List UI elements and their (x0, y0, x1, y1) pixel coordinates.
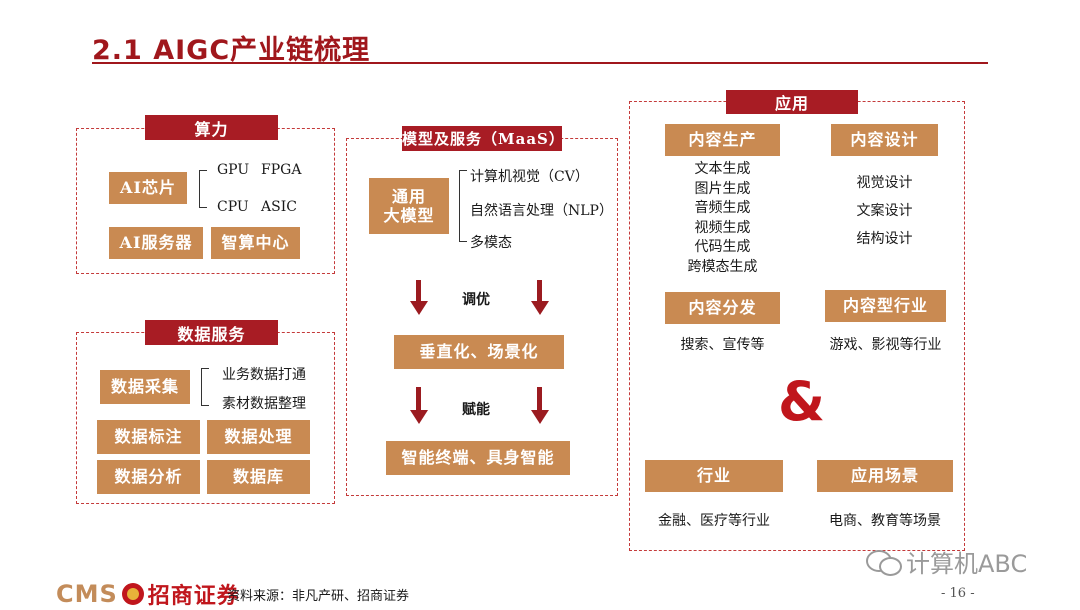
cms-logo-text: CMS (56, 580, 118, 608)
content-design-box: 内容设计 (831, 124, 938, 156)
watermark-text: 计算机ABC (906, 550, 1028, 578)
data-service-header: 数据服务 (145, 320, 278, 345)
content-gen-item: 代码生成 (694, 239, 751, 255)
industry-text: 金融、医疗等行业 (658, 513, 770, 529)
ai-server-box: AI服务器 (109, 227, 203, 259)
content-design-item: 文案设计 (856, 203, 913, 219)
title-divider (92, 62, 988, 64)
arrow-empower-left-shaft (416, 387, 421, 411)
model-bracket (459, 170, 467, 242)
content-gen-item: 音频生成 (694, 200, 751, 216)
arrow-tune-left-head (409, 301, 428, 315)
content-design-item: 结构设计 (856, 231, 913, 247)
content-design-item: 视觉设计 (856, 175, 913, 191)
wechat-icon (866, 548, 902, 576)
data-process-box: 数据处理 (207, 420, 310, 454)
model-item-cv: 计算机视觉（CV） (470, 169, 589, 185)
arrow-empower-left-head (409, 410, 428, 424)
data-analysis-box: 数据分析 (97, 460, 200, 494)
content-gen-item: 视频生成 (694, 219, 751, 236)
compute-center-box: 智算中心 (211, 227, 300, 259)
page-number: - 16 - (941, 586, 975, 601)
collect-bracket (201, 368, 209, 406)
general-model-box: 通用 大模型 (369, 178, 449, 234)
compute-header: 算力 (145, 115, 278, 140)
content-design-list: 视觉设计 文案设计 结构设计 (831, 169, 938, 253)
arrow-empower-right-shaft (537, 387, 542, 411)
model-item-nlp: 自然语言处理（NLP） (470, 203, 613, 219)
industry-box: 行业 (645, 460, 783, 492)
terminal-box: 智能终端、具身智能 (386, 441, 570, 475)
arrow-tune-right-shaft (537, 280, 542, 302)
content-gen-item: 图片生成 (694, 180, 751, 197)
content-industry-box: 内容型行业 (825, 290, 946, 322)
application-header: 应用 (726, 90, 858, 114)
content-dist-box: 内容分发 (665, 292, 780, 324)
tune-label: 调优 (462, 292, 490, 308)
source-note: 资料来源：非凡产研、招商证券 (227, 589, 410, 604)
chip-cpu: CPU (217, 199, 249, 215)
empower-label: 赋能 (462, 402, 490, 418)
data-label-box: 数据标注 (97, 420, 200, 454)
ai-chip-box: AI芯片 (109, 172, 187, 204)
collect-item-business: 业务数据打通 (222, 367, 306, 383)
content-gen-item: 文本生成 (694, 161, 751, 177)
arrow-tune-left-shaft (416, 280, 421, 302)
chip-fpga: FPGA (261, 162, 302, 178)
model-item-multimodal: 多模态 (470, 235, 512, 251)
content-gen-item: 跨模态生成 (687, 258, 758, 275)
cms-logo: CMS 招商证券 (56, 578, 240, 610)
content-dist-text: 搜索、宣传等 (680, 337, 765, 353)
collect-item-material: 素材数据整理 (222, 396, 306, 412)
arrow-empower-right-head (530, 410, 549, 424)
vertical-box: 垂直化、场景化 (394, 335, 564, 369)
database-box: 数据库 (207, 460, 310, 494)
data-collect-box: 数据采集 (100, 370, 190, 404)
content-industry-text: 游戏、影视等行业 (829, 337, 942, 353)
cms-emblem-icon (121, 583, 144, 605)
watermark: 计算机ABC (866, 544, 1027, 579)
chip-bracket (199, 170, 207, 208)
page-title: 2.1 AIGC产业链梳理 (92, 35, 371, 66)
content-gen-list: 文本生成 图片生成 音频生成 视频生成 代码生成 跨模态生成 (665, 160, 780, 277)
arrow-tune-right-head (530, 301, 549, 315)
scenario-box: 应用场景 (817, 460, 953, 492)
general-model-label: 通用 大模型 (383, 186, 435, 225)
model-header: 模型及服务（MaaS） (402, 126, 564, 151)
chip-gpu: GPU (217, 162, 250, 178)
content-gen-box: 内容生产 (665, 124, 780, 156)
scenario-text: 电商、教育等场景 (829, 513, 941, 529)
cms-logo-cn: 招商证券 (147, 584, 240, 609)
chip-asic: ASIC (261, 199, 297, 215)
ampersand: & (778, 370, 826, 433)
